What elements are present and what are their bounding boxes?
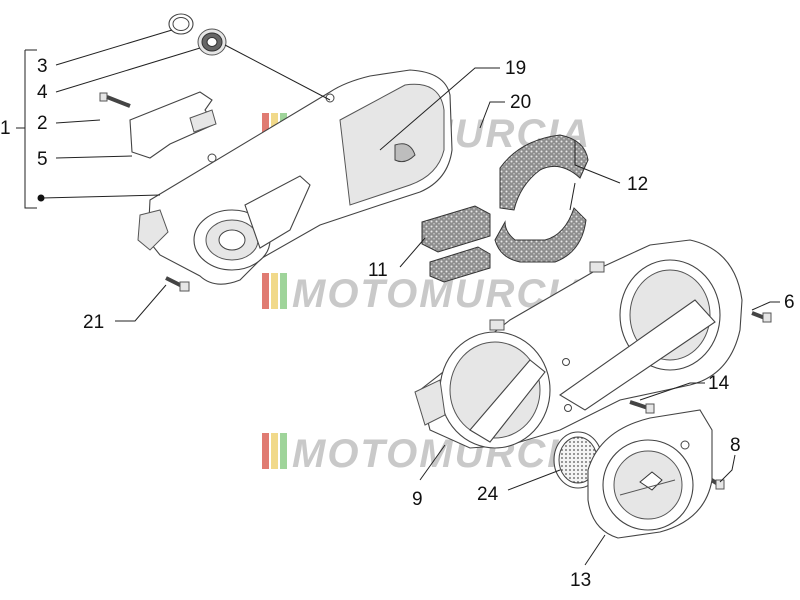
screw-14 <box>629 400 655 414</box>
callout-3: 3 <box>37 56 48 77</box>
filter-sponge-lower <box>429 246 491 283</box>
watermark-text-bottom: MOTOMURCIA <box>292 432 591 476</box>
snap-ring <box>168 13 194 35</box>
callout-8: 8 <box>730 435 741 456</box>
cover-cap <box>587 409 713 539</box>
filter-segment-upper <box>499 134 589 211</box>
watermark-bottom: MOTOMURCIA <box>262 432 591 476</box>
transmission-cover <box>414 239 743 449</box>
callout-13: 13 <box>570 570 591 591</box>
callout-19: 19 <box>505 58 526 79</box>
callout-4: 4 <box>37 82 48 103</box>
callout-1: 1 <box>0 118 11 139</box>
callout-6: 6 <box>784 292 795 313</box>
callout-labels: 1 2 3 4 5 6 8 9 11 12 13 14 19 20 21 24 <box>0 56 795 591</box>
callout-21: 21 <box>83 312 104 333</box>
inner-transmission-case <box>137 69 453 285</box>
bracket <box>129 91 217 159</box>
bolt-2 <box>99 92 131 108</box>
callout-9: 9 <box>412 489 423 510</box>
callout-11: 11 <box>368 260 388 281</box>
callout-5: 5 <box>37 149 48 170</box>
filter-segment-lower <box>494 207 587 263</box>
bearing <box>197 28 227 56</box>
callout-20: 20 <box>510 92 531 113</box>
callout-14: 14 <box>708 373 730 394</box>
callout-12: 12 <box>627 174 648 195</box>
screw-6 <box>751 311 772 323</box>
leader-lines <box>16 29 780 566</box>
callout-2: 2 <box>37 113 48 134</box>
callout-24: 24 <box>477 484 499 505</box>
bolt-21 <box>165 276 190 292</box>
filter-sponge-upper <box>421 205 491 253</box>
